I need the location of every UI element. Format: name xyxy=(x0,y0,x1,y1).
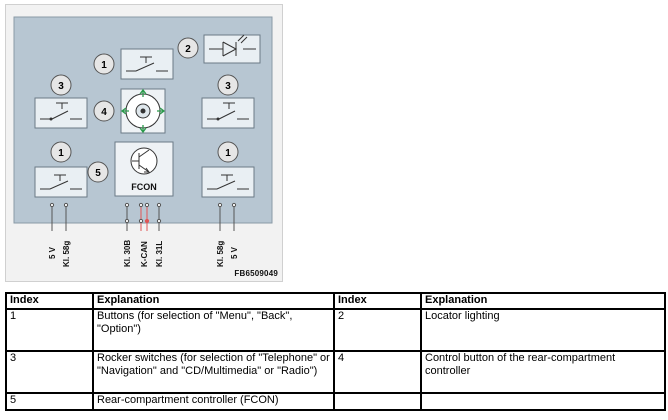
svg-text:2: 2 xyxy=(185,44,191,55)
pin-label-5v-right: 5 V xyxy=(230,246,239,259)
switch-option xyxy=(201,166,255,198)
marker-1-top: 1 xyxy=(93,53,115,75)
pin-label-kcan: K-CAN xyxy=(140,241,149,267)
table-cell: Buttons (for selection of "Menu", "Back"… xyxy=(92,308,335,352)
table-cell: Rocker switches (for selection of "Telep… xyxy=(92,350,335,394)
svg-text:3: 3 xyxy=(58,81,64,92)
marker-4: 4 xyxy=(93,100,115,122)
table-cell xyxy=(333,392,422,411)
table-cell: Rear-compartment controller (FCON) xyxy=(92,392,335,411)
control-button xyxy=(120,88,166,134)
table-cell: 2 xyxy=(333,308,422,352)
connector-pins xyxy=(49,202,237,231)
table-header-row: Index Explanation Index Explanation xyxy=(5,292,666,310)
svg-text:1: 1 xyxy=(225,148,231,159)
marker-5: 5 xyxy=(87,161,109,183)
header-index-2: Index xyxy=(333,292,422,310)
table-cell: 1 xyxy=(5,308,94,352)
svg-text:1: 1 xyxy=(101,60,107,71)
marker-3-left: 3 xyxy=(50,74,72,96)
pin-label-kl30b: Kl. 30B xyxy=(123,240,132,267)
header-explanation-1: Explanation xyxy=(92,292,335,310)
rocker-switch-left xyxy=(34,97,88,129)
table-cell: 5 xyxy=(5,392,94,411)
circuit-diagram-svg: FCON 1 2 3 3 4 1 5 1 5 V xyxy=(13,16,273,267)
marker-1-left: 1 xyxy=(50,141,72,163)
svg-text:3: 3 xyxy=(225,81,231,92)
fcon-label: FCON xyxy=(131,182,157,192)
switch-back xyxy=(34,166,88,198)
table-cell: Control button of the rear-compartment c… xyxy=(420,350,666,394)
table-row: 3 Rocker switches (for selection of "Tel… xyxy=(5,350,666,394)
pin-label-kl58g-left: Kl. 58g xyxy=(62,241,71,267)
marker-3-right: 3 xyxy=(217,74,239,96)
figure-code: FB6509049 xyxy=(234,269,278,278)
svg-text:1: 1 xyxy=(58,148,64,159)
table-row: 1 Buttons (for selection of "Menu", "Bac… xyxy=(5,308,666,352)
header-explanation-2: Explanation xyxy=(420,292,666,310)
rocker-switch-right xyxy=(201,97,255,129)
table-row: 5 Rear-compartment controller (FCON) xyxy=(5,392,666,411)
marker-2: 2 xyxy=(177,37,199,59)
table-cell: 4 xyxy=(333,350,422,394)
table-cell xyxy=(420,392,666,411)
marker-1-right: 1 xyxy=(217,141,239,163)
svg-text:4: 4 xyxy=(101,107,107,118)
table-cell: 3 xyxy=(5,350,94,394)
switch-menu xyxy=(120,48,174,80)
svg-text:5: 5 xyxy=(95,168,101,179)
circuit-diagram: FCON 1 2 3 3 4 1 5 1 5 V xyxy=(5,4,283,282)
pin-label-kl31l: Kl. 31L xyxy=(155,241,164,267)
pin-label-kl58g-right: Kl. 58g xyxy=(216,241,225,267)
legend-table: Index Explanation Index Explanation 1 Bu… xyxy=(5,292,666,411)
pin-label-5v-left: 5 V xyxy=(48,246,57,259)
fcon-transistor: FCON xyxy=(114,141,174,197)
locator-led xyxy=(203,34,261,64)
table-cell: Locator lighting xyxy=(420,308,666,352)
header-index-1: Index xyxy=(5,292,94,310)
